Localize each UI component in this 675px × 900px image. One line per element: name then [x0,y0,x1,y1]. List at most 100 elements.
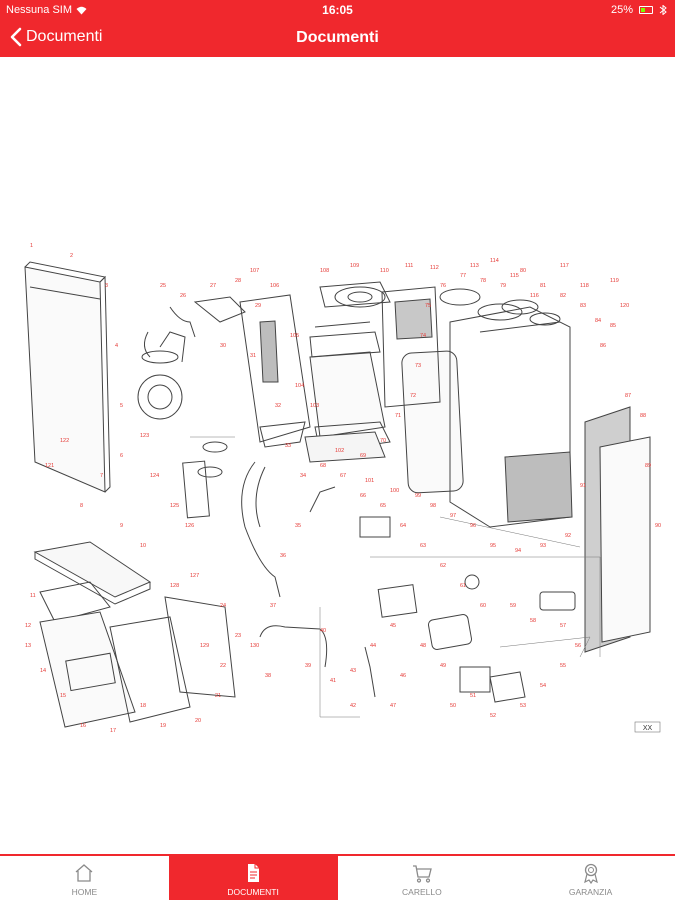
part-number-label: 44 [370,643,376,649]
part-number-label: 125 [170,503,179,509]
part-number-label: 107 [250,268,259,274]
carrier-info: Nessuna SIM [6,4,87,16]
part-number-label: 113 [470,263,479,269]
award-icon [583,863,598,884]
part-number-label: 11 [30,593,36,599]
part-number-label: 83 [580,303,586,309]
part-number-label: 60 [480,603,486,609]
tab-home-label: HOME [71,887,98,897]
heat-exchanger [304,281,391,463]
side-panels [584,406,651,653]
tab-garanzia[interactable]: GARANZIA [506,856,675,900]
part-number-label: 88 [640,413,646,419]
battery-icon [639,6,653,14]
tab-carello[interactable]: CARELLO [338,856,507,900]
part-number-label: 104 [295,383,304,389]
part-number-label: 12 [25,623,31,629]
part-number-label: 28 [235,278,241,284]
part-number-label: 99 [415,493,421,499]
part-number-label: 4 [115,343,118,349]
part-number-label: 119 [610,278,619,284]
part-number-label: 106 [270,283,279,289]
status-right: 25% [611,4,667,16]
clock: 16:05 [322,3,353,17]
front-cover-panel [24,261,111,493]
part-number-label: 111 [405,263,413,269]
wifi-icon [76,6,87,14]
diagram-badge-text: XX [643,725,653,732]
part-number-label: 66 [360,493,366,499]
part-number-label: 51 [470,693,476,699]
part-number-label: 115 [510,273,519,279]
control-panel-housing [39,581,236,728]
part-number-label: 67 [340,473,346,479]
part-number-label: 40 [320,628,326,634]
part-number-label: 118 [580,283,589,289]
part-number-label: 128 [170,583,179,589]
part-number-label: 31 [250,353,256,359]
part-number-label: 79 [500,283,506,289]
water-pipes [241,461,376,698]
part-number-label: 122 [60,438,69,444]
part-number-label: 35 [295,523,301,529]
part-number-label: 61 [460,583,466,589]
part-number-label: 46 [400,673,406,679]
flue-pipes [141,296,246,519]
part-number-label: 18 [140,703,146,709]
part-number-label: 47 [390,703,396,709]
part-number-label: 84 [595,318,601,324]
part-number-label: 114 [490,258,499,264]
part-number-label: 76 [440,283,446,289]
part-number-label: 108 [320,268,329,274]
part-number-label: 49 [440,663,446,669]
status-bar: Nessuna SIM 16:05 25% [0,0,675,20]
part-number-label: 82 [560,293,566,299]
hydraulic-group [359,516,576,703]
part-number-label: 121 [45,463,54,469]
part-number-label: 22 [220,663,226,669]
part-number-label: 90 [655,523,661,529]
part-number-label: 3 [105,283,108,289]
document-icon [248,864,260,882]
part-number-label: 17 [110,728,116,734]
part-number-label: 39 [305,663,311,669]
part-number-label: 98 [430,503,436,509]
part-number-label: 117 [560,263,569,269]
part-number-label: 20 [195,718,201,724]
part-number-label: 48 [420,643,426,649]
battery-percent: 25% [610,4,633,16]
part-number-label: 7 [100,473,103,479]
part-number-label: 129 [200,643,209,649]
part-number-label: 71 [395,413,401,419]
part-number-label: 37 [270,603,276,609]
part-number-label: 97 [450,513,456,519]
part-number-label: 33 [285,443,291,449]
tab-home[interactable]: HOME [0,856,169,900]
part-number-label: 13 [25,643,31,649]
part-number-label: 54 [540,683,546,689]
part-number-label: 112 [430,265,439,271]
part-number-label: 123 [140,433,149,439]
tab-documenti-label: DOCUMENTI [227,887,279,897]
part-number-label: 91 [580,483,586,489]
exploded-parts-diagram[interactable]: 1234567891011121314151617181920212223242… [20,227,665,747]
part-number-label: 86 [600,343,606,349]
tab-documenti[interactable]: DOCUMENTI [168,856,338,900]
part-number-label: 110 [380,268,389,274]
part-number-label: 103 [310,403,319,409]
navigation-bar: Documenti Documenti [0,20,675,57]
part-number-label: 52 [490,713,496,719]
part-number-label: 81 [540,283,546,289]
part-number-label: 80 [520,268,526,274]
part-number-label: 105 [290,333,299,339]
bluetooth-icon [659,5,667,15]
leader-lines [190,436,601,718]
part-number-label: 50 [450,703,456,709]
part-number-label: 130 [250,643,259,649]
part-number-label: 45 [390,623,396,629]
expansion-vessel [401,350,464,494]
part-number-label: 32 [275,403,281,409]
part-number-label: 38 [265,673,271,679]
back-button[interactable]: Documenti [10,27,102,47]
